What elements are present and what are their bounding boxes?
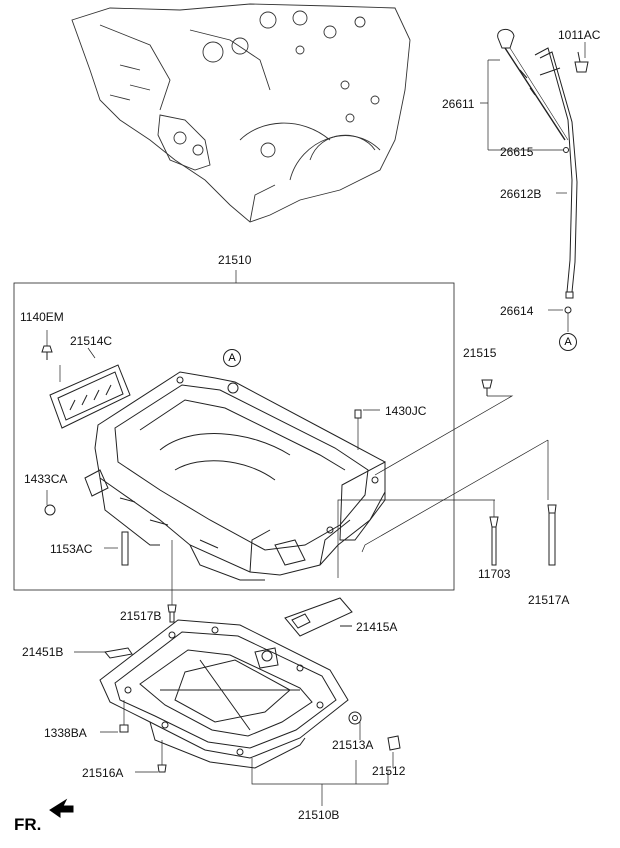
label-26611: 26611 [442, 97, 475, 111]
label-21516A: 21516A [82, 766, 124, 780]
label-21517A: 21517A [528, 593, 570, 607]
label-1433CA: 1433CA [24, 472, 68, 486]
label-21415A: 21415A [356, 620, 398, 634]
label-1153AC: 1153AC [50, 542, 93, 556]
label-21517B: 21517B [120, 609, 162, 623]
label-1430JC: 1430JC [385, 404, 427, 418]
leader-lines-dipstick [480, 42, 586, 332]
label-21510: 21510 [218, 253, 252, 267]
assembly-box-21510 [13, 282, 455, 591]
label-1140EM: 1140EM [20, 310, 64, 324]
label-26612B: 26612B [500, 187, 542, 201]
label-1338BA: 1338BA [44, 726, 87, 740]
label-26615: 26615 [500, 145, 534, 159]
label-21451B: 21451B [22, 645, 64, 659]
front-arrow-icon [49, 798, 74, 818]
engine-block-drawing [71, 3, 411, 223]
upper-oil-pan-drawing [84, 371, 386, 581]
label-21512: 21512 [372, 764, 406, 778]
label-21513A: 21513A [332, 738, 374, 752]
fasteners-upper [41, 345, 557, 566]
label-26614: 26614 [500, 304, 534, 318]
label-21515: 21515 [463, 346, 497, 360]
lower-oil-pan-drawing [99, 619, 349, 769]
label-21510B: 21510B [298, 808, 340, 822]
leader-lines-box [46, 330, 549, 605]
label-1011AC: 1011AC [558, 28, 601, 42]
reference-mark-a-dipstick: A [559, 333, 577, 351]
label-11703: 11703 [478, 567, 511, 581]
leader-lines-lower [74, 651, 394, 806]
fasteners-lower [104, 604, 401, 773]
label-21514C: 21514C [70, 334, 113, 348]
reference-mark-a-pan: A [223, 349, 241, 367]
dipstick-assembly-drawing [497, 29, 589, 314]
front-direction-label: FR. [14, 815, 42, 834]
baffle-21514C-drawing [49, 364, 131, 429]
oil-strainer-21415A-drawing [284, 597, 353, 637]
